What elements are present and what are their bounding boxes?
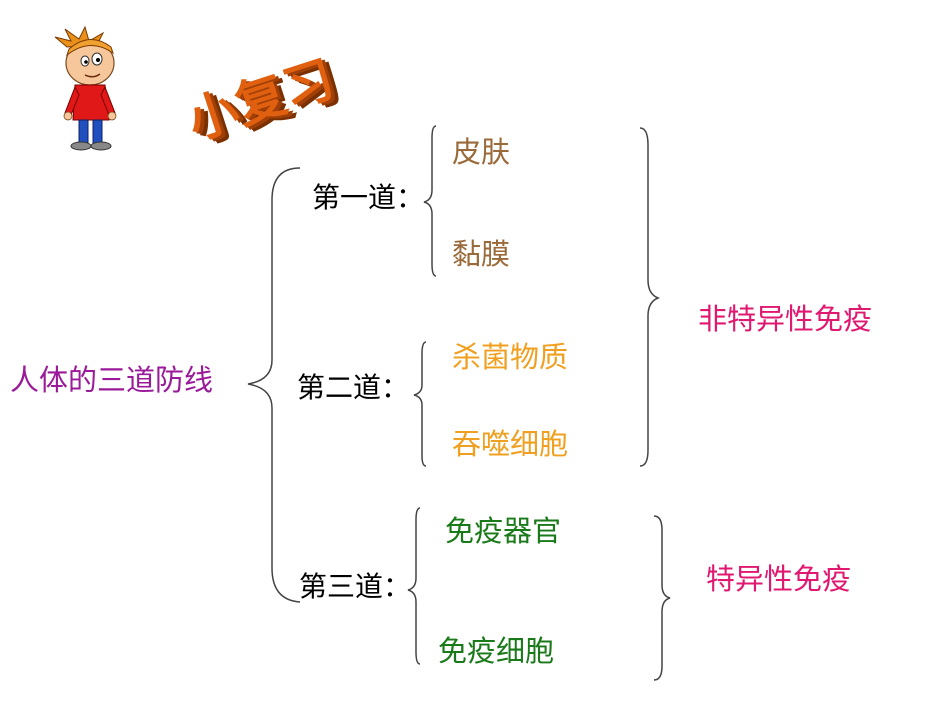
immune-organ-label: 免疫器官 xyxy=(445,514,562,548)
nonspecific-immunity-label: 非特异性免疫 xyxy=(698,302,873,336)
third-line-label: 第三道： xyxy=(299,570,412,603)
first-line-brace xyxy=(423,125,437,277)
main-brace xyxy=(247,167,301,603)
root-label: 人体的三道防线 xyxy=(10,363,214,397)
cartoon-boy-image xyxy=(54,25,117,151)
nonspecific-brace xyxy=(639,127,661,467)
specific-immunity-label: 特异性免疫 xyxy=(706,562,852,596)
mucosa-label: 黏膜 xyxy=(452,237,511,271)
second-line-label: 第二道： xyxy=(297,371,410,404)
first-line-label: 第一道： xyxy=(312,181,425,214)
skin-label: 皮肤 xyxy=(452,135,511,169)
immune-cell-label: 免疫细胞 xyxy=(438,634,555,668)
phagocyte-label: 吞噬细胞 xyxy=(452,427,569,461)
specific-brace xyxy=(653,515,671,681)
third-line-brace xyxy=(407,507,421,665)
bactericidal-substance-label: 杀菌物质 xyxy=(452,340,569,374)
second-line-brace xyxy=(413,341,427,467)
review-title: 小复习 小复习 小复习 xyxy=(181,50,349,150)
